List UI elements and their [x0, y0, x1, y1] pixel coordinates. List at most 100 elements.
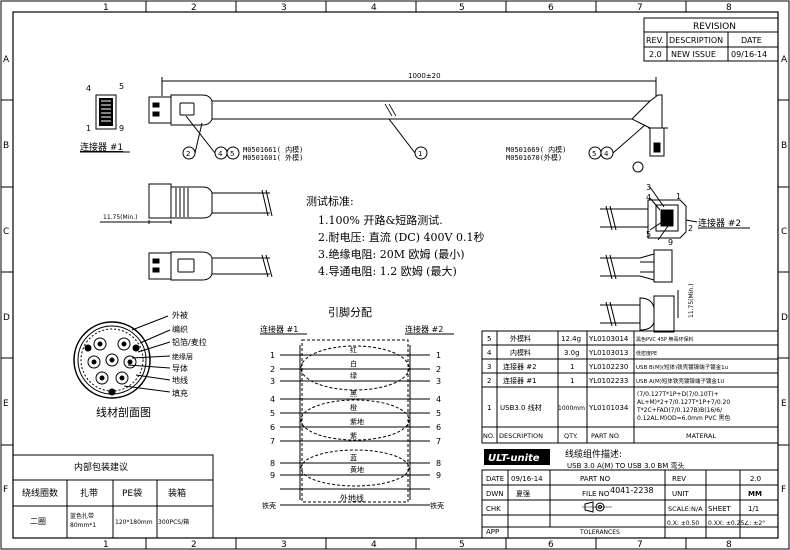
bom-part: YL0103014 — [588, 335, 629, 343]
min-dimension: 11.75(Min.) — [103, 214, 137, 221]
pin-label: 5 — [119, 82, 124, 91]
col-label: 3 — [281, 3, 287, 13]
section-title: 线材剖面图 — [96, 405, 151, 419]
bom-no: 1 — [487, 404, 491, 412]
col-label: 8 — [726, 3, 732, 13]
frame-row-labels: A B C D E F A B C D E F — [3, 55, 788, 495]
left-inner-mold: M0501661( 内模) — [243, 145, 303, 154]
section-label: 绝缘层 — [172, 352, 193, 361]
bom-mat: USB B(M)(短体)铁壳镀镍端子镀金1u — [636, 363, 728, 371]
pin-label: 1 — [86, 124, 91, 133]
col-label: 4 — [371, 3, 377, 13]
pin-label: 4 — [86, 84, 91, 93]
bom-header: QTY. — [564, 432, 578, 440]
pin-num: 1 — [436, 351, 441, 360]
row-label: B — [781, 141, 787, 151]
test-title: 测试标准: — [306, 194, 354, 208]
pin-num: 8 — [270, 459, 275, 468]
cable-side-view — [148, 77, 668, 157]
rev-header: REV. — [646, 36, 664, 45]
balloon-5: 5 — [230, 150, 234, 158]
description-value: NEW ISSUE — [671, 50, 716, 59]
wire-color: 紫地 — [350, 417, 364, 426]
section-label: 外被 — [172, 310, 188, 320]
connector2-face-view — [600, 161, 698, 241]
bom-mat: USB A(M)短体铁壳镀镍端子镀金1U — [636, 377, 724, 385]
projection-symbol-icon — [582, 501, 612, 513]
tolerances-label: TOLERANCES — [579, 529, 620, 536]
bom-part: YL0102230 — [588, 363, 628, 371]
wire-color: 橙 — [350, 403, 357, 412]
sheet-label: SHEET — [708, 505, 732, 513]
unit-value: MM — [748, 490, 762, 498]
tolerance-3: ∠: ±2° — [744, 520, 765, 527]
drain-wire: 外地线 — [340, 493, 364, 503]
packaging-value: 120*180mm — [115, 519, 153, 526]
pin-num: 8 — [436, 459, 441, 468]
wire-color: 蓝 — [350, 453, 357, 462]
right-outer-mold: M0501670(外模) — [506, 153, 562, 162]
bom-desc: 连接器 #2 — [503, 362, 537, 371]
bom-header: NO. — [483, 432, 495, 440]
rev-value: 2.0 — [750, 475, 761, 483]
pin-label: 5 — [646, 230, 651, 239]
connector1-label: 连接器 #1 — [80, 141, 123, 153]
section-label: 填充 — [172, 388, 188, 398]
chk-label: CHK — [486, 505, 501, 513]
bom-mat: 低密度PE — [636, 350, 657, 357]
packaging-header: 扎带 — [80, 487, 98, 499]
wire-color: 紫 — [350, 432, 357, 440]
bom-mat: 黑色PVC 45P 無毒环保料 — [636, 336, 693, 343]
tolerance-1: 0.X: ±0.50 — [667, 520, 699, 527]
pin-label: 9 — [119, 124, 124, 133]
row-label: F — [3, 485, 8, 495]
bom-part: YL0103013 — [588, 349, 628, 357]
pinout-diagram: 引脚分配 连接器 #1 连接器 #2 1 — [260, 305, 454, 510]
col-label: 4 — [371, 540, 377, 550]
row-label: E — [3, 399, 9, 409]
bom-desc: 连接器 #1 — [503, 376, 537, 385]
col-label: 6 — [548, 3, 554, 13]
section-label: 地线 — [172, 375, 188, 385]
pin-num: 9 — [436, 471, 441, 480]
revision-table: REVISION REV. DESCRIPTION DATE 2.0 NEW I… — [643, 17, 779, 62]
rev-value: 2.0 — [649, 50, 662, 59]
wire-color: 红 — [350, 345, 357, 354]
date-header: DATE — [741, 36, 762, 45]
pinout-left-header: 连接器 #1 — [260, 324, 298, 334]
tolerance-2: 0.XX: ±0.25 — [708, 520, 744, 527]
col-label: 7 — [637, 540, 643, 550]
bom-no: 4 — [487, 349, 492, 357]
bom-table: 5 外模料 12.4g YL0103014 黑色PVC 45P 無毒环保料 4 … — [481, 330, 779, 444]
bom-header: MATERAL — [686, 432, 716, 440]
bom-part: YL0101034 — [588, 404, 629, 412]
bom-part: YL0102233 — [588, 377, 628, 385]
row-label: D — [3, 313, 10, 323]
dwn-value: 夏强 — [516, 490, 530, 498]
bom-desc: 外模料 — [510, 334, 531, 343]
bom-desc: USB3.0 线材 — [500, 403, 542, 412]
left-outer-mold: M0501601( 外模) — [243, 153, 303, 162]
packaging-title: 内部包装建议 — [74, 461, 128, 473]
right-inner-mold: M0501669( 内模) — [506, 145, 566, 154]
pin-num: 2 — [436, 365, 441, 374]
row-label: E — [781, 399, 787, 409]
pin-num: 7 — [270, 437, 275, 446]
bom-mat-line: T*2C+FAD(7/0.127B)B(16/6/ — [636, 407, 723, 414]
bom-no: 5 — [487, 335, 491, 343]
bom-qty: 1000mm — [558, 405, 585, 412]
balloon-4: 4 — [218, 150, 223, 158]
bom-mat-line: 0.12AL.M)OD=6.0mm PVC 黑色 — [637, 414, 731, 422]
packaging-header: 绕线圈数 — [22, 487, 58, 499]
scale-label: SCALE:N/A — [668, 505, 703, 513]
shell-left: 铁壳 — [262, 501, 276, 510]
part-no-value: 4041-2238 — [610, 486, 654, 495]
connector2-label: 连接器 #2 — [698, 217, 741, 229]
date-label: DATE — [486, 475, 504, 483]
pin-label: 1 — [676, 192, 681, 201]
pin-num: 3 — [436, 377, 441, 386]
wire-color: 绿 — [350, 371, 357, 380]
rev-label: REV — [672, 475, 686, 483]
connector2-side-view — [600, 249, 679, 333]
